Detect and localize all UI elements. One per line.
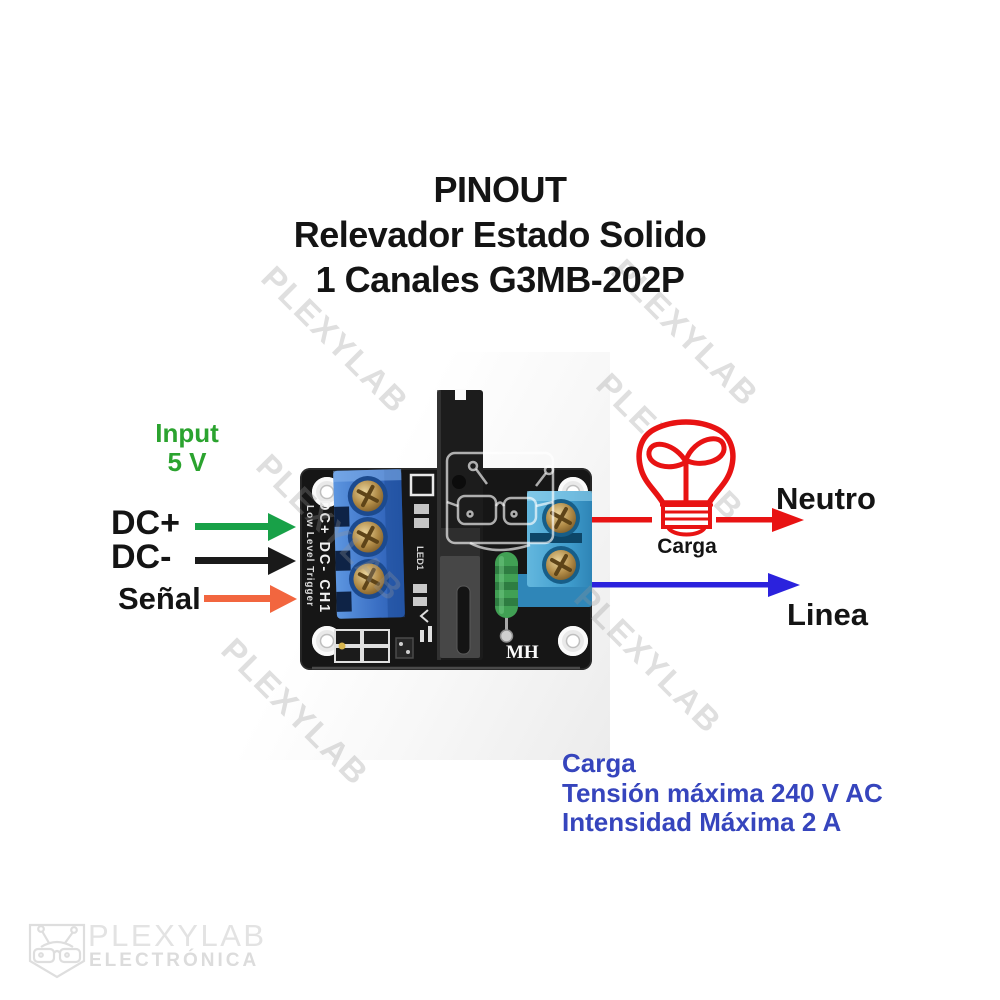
- mounting-hole: [558, 626, 588, 656]
- brand-name: PLEXYLAB: [88, 918, 267, 953]
- pcb-mh-mark: MH: [506, 642, 539, 663]
- pcb-side-label: DC+ DC- CH1: [316, 500, 332, 614]
- glasses-logo-watermark: [445, 451, 555, 552]
- neutro-wire-arrow: [592, 508, 804, 532]
- dc-plus-arrow: [195, 513, 296, 541]
- fuse-resistor: [495, 552, 518, 643]
- terminal-screw: [352, 521, 384, 553]
- terminal-screw: [353, 563, 385, 595]
- pin-label-dc-plus: DC+: [111, 504, 180, 542]
- output-terminal-block: [516, 491, 592, 607]
- specs-heading: Carga: [562, 748, 636, 778]
- input-terminal-block: [333, 469, 405, 619]
- relay-module-illustration: DC+ DC- CH1 Low Level Trigger LED1 MH: [300, 389, 592, 670]
- input-voltage: 5 V: [167, 447, 207, 477]
- page-title: PINOUT Relevador Estado Solido 1 Canales…: [0, 167, 1000, 302]
- load-specs: Carga Tensión máxima 240 V AC Intensidad…: [562, 748, 883, 838]
- pin-label-dc-minus: DC-: [111, 538, 172, 576]
- input-voltage-label: Input 5 V: [155, 419, 219, 477]
- terminal-screw: [546, 550, 576, 580]
- senal-arrow: [204, 585, 297, 613]
- pcb-led-label: LED1: [414, 546, 425, 571]
- brand-subtitle: ELECTRÓNICA: [89, 950, 260, 971]
- specs-voltage: Tensión máxima 240 V AC: [562, 777, 883, 808]
- title-line-3: 1 Canales G3MB-202P: [315, 259, 685, 300]
- input-label: Input: [155, 418, 219, 448]
- pin-label-senal: Señal: [118, 581, 201, 616]
- brand-shield-icon: [28, 923, 86, 979]
- dc-minus-arrow: [195, 547, 296, 575]
- specs-current: Intensidad Máxima 2 A: [562, 807, 842, 837]
- linea-wire-arrow: [592, 573, 800, 597]
- title-line-2: Relevador Estado Solido: [293, 214, 707, 255]
- terminal-screw: [352, 480, 384, 512]
- silkscreen-marks: [334, 473, 435, 663]
- light-bulb-icon: [636, 419, 736, 537]
- load-label: Carga: [657, 535, 717, 558]
- output-label-linea: Linea: [787, 597, 868, 632]
- output-label-neutro: Neutro: [776, 481, 876, 516]
- pcb-trigger-label: Low Level Trigger: [304, 505, 315, 607]
- title-line-1: PINOUT: [433, 169, 567, 210]
